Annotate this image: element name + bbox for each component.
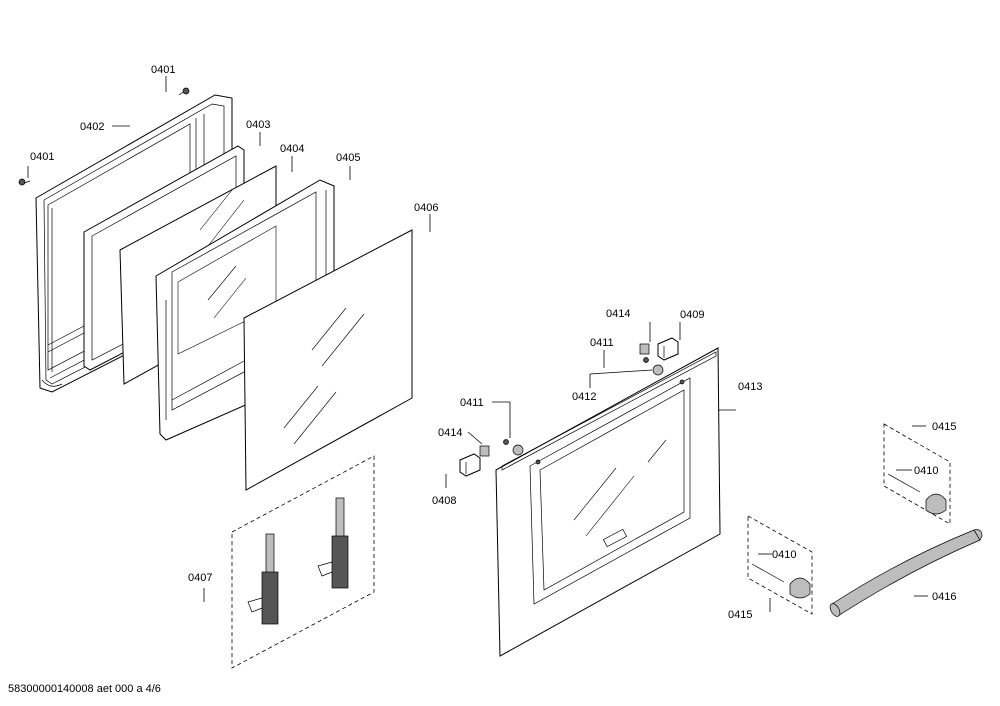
label-0410-bottom: 0410 [772,549,796,561]
label-0405: 0405 [336,152,360,164]
label-0410-top: 0410 [914,465,938,477]
label-0416: 0416 [932,591,956,603]
label-0409: 0409 [680,309,704,321]
leader-lines [27,76,928,612]
label-0411-left: 0411 [460,397,484,409]
label-0401-left: 0401 [30,151,54,163]
part-0409-bracket-right [657,337,679,361]
label-0408: 0408 [432,495,456,507]
part-0406-outer-glass [243,229,413,491]
part-0416-handle-bar [829,529,983,617]
part-0411-washer-left [503,439,509,445]
label-0401-top: 0401 [151,64,175,76]
label-0414-left: 0414 [438,427,462,439]
label-0402: 0402 [80,121,104,133]
part-labels: 0401 0401 0402 0403 0404 0405 0406 0407 … [30,64,956,621]
label-0407: 0407 [188,572,212,584]
label-0404: 0404 [280,143,304,155]
part-0412-roller-left [512,444,524,456]
label-0415-bottom: 0415 [728,609,752,621]
label-0414-right: 0414 [606,308,630,320]
part-0413-door-panel [495,347,721,657]
label-0415-top: 0415 [932,421,956,433]
part-0414-clip-right [639,343,650,355]
label-0413: 0413 [738,381,762,393]
document-reference: 58300000140008 aet 000 a 4/6 [8,683,161,695]
part-0412-roller [652,364,664,376]
label-0406: 0406 [414,202,438,214]
part-0408-bracket-left [459,453,481,477]
label-0403: 0403 [246,119,270,131]
part-0415-support-top [883,423,951,525]
part-0401-screw-left [18,178,31,186]
part-0401-screw-top [178,87,190,96]
part-0411-washer-right [643,357,649,363]
part-0415-support-bottom [747,515,813,615]
label-0411-right: 0411 [590,337,614,349]
part-0407-hinges [231,455,375,669]
label-0412: 0412 [572,391,596,403]
part-0414-clip-left [479,445,490,457]
